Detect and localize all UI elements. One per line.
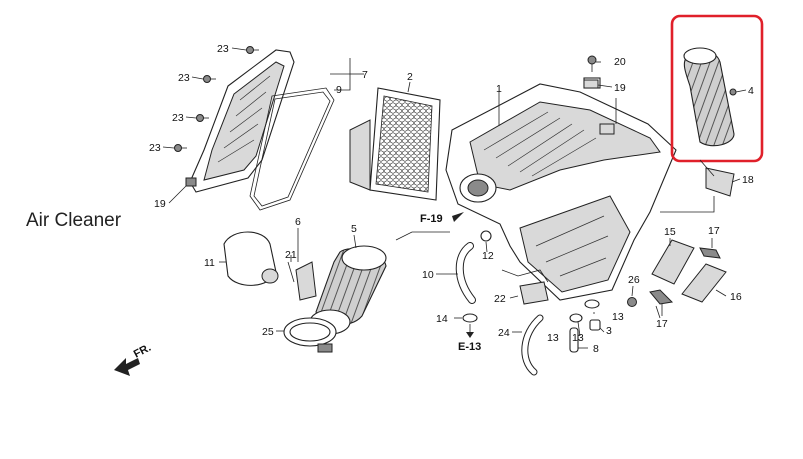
label-part-19b: 19: [614, 82, 626, 94]
part-labels: 1 2 3 4 5 6 7 8 9 10 11 12 13 13 13 14 1…: [132, 43, 754, 361]
label-part-10: 10: [422, 269, 434, 281]
part-intake-duct: [683, 47, 737, 147]
hose-clip-icon: [480, 230, 492, 242]
part-air-cleaner-case: [445, 77, 677, 301]
reference-label-e13: E-13: [458, 341, 481, 353]
label-part-23c: 23: [172, 112, 184, 124]
bolt-icon: [587, 55, 597, 72]
label-part-23a: 23: [217, 43, 229, 55]
label-part-21: 21: [285, 249, 297, 261]
label-part-15: 15: [664, 226, 676, 238]
label-part-2: 2: [407, 71, 413, 83]
front-direction-label: FR.: [132, 342, 153, 361]
label-part-3: 3: [606, 325, 612, 337]
plug-icon: [589, 319, 601, 331]
label-part-4: 4: [748, 85, 754, 97]
label-part-8: 8: [593, 343, 599, 355]
label-part-9: 9: [336, 84, 342, 96]
part-drain-valve: [519, 281, 549, 305]
label-part-23b: 23: [178, 72, 190, 84]
label-part-18: 18: [742, 174, 754, 186]
part-band-clamp: [283, 317, 337, 353]
part-holder: [295, 261, 317, 301]
part-seal-gasket: [249, 87, 335, 211]
screw-icon: [174, 46, 259, 152]
reference-arrow-icon: [452, 212, 464, 222]
bolt-icon: [627, 297, 637, 307]
pin-icon: [287, 261, 295, 283]
label-part-7: 7: [362, 69, 368, 81]
label-part-25: 25: [262, 326, 274, 338]
label-part-6: 6: [295, 216, 301, 228]
label-part-12: 12: [482, 250, 494, 262]
hose-clamp-icon: [462, 313, 478, 323]
part-resonator-joint: [223, 231, 279, 286]
leader-lines: [162, 47, 747, 349]
part-seal-gasket-inner: [253, 91, 331, 207]
label-part-24: 24: [498, 327, 510, 339]
label-part-14: 14: [436, 313, 448, 325]
clip-icon: [584, 299, 600, 309]
label-part-26: 26: [628, 274, 640, 286]
diagram-title: Air Cleaner: [26, 210, 122, 231]
label-part-22: 22: [494, 293, 506, 305]
label-part-13a: 13: [572, 332, 584, 344]
label-part-17b: 17: [656, 318, 668, 330]
clip-icon: [583, 79, 599, 89]
drain-plug-tube-icon: [569, 327, 579, 353]
part-filter-element: [349, 87, 441, 201]
clip-icon: [569, 313, 583, 323]
label-part-16: 16: [730, 291, 742, 303]
part-pad-17a: [649, 289, 674, 305]
label-part-13c: 13: [612, 311, 624, 323]
label-part-17a: 17: [708, 225, 720, 237]
reference-arrow-icon: [466, 332, 474, 338]
part-air-cleaner-cover: [185, 49, 295, 193]
highlight-box: [670, 14, 764, 163]
reference-label-f19: F-19: [420, 213, 443, 225]
label-part-19a: 19: [154, 198, 166, 210]
label-part-5: 5: [351, 223, 357, 235]
label-part-11: 11: [204, 257, 215, 269]
label-part-20: 20: [614, 56, 626, 68]
part-pad-15: [651, 239, 695, 285]
label-part-13b: 13: [547, 332, 559, 344]
part-pad-16: [681, 263, 727, 303]
part-pad-17b: [699, 247, 721, 259]
front-direction-arrow-icon: [114, 358, 140, 376]
label-part-1: 1: [496, 83, 502, 95]
label-part-23d: 23: [149, 142, 161, 154]
